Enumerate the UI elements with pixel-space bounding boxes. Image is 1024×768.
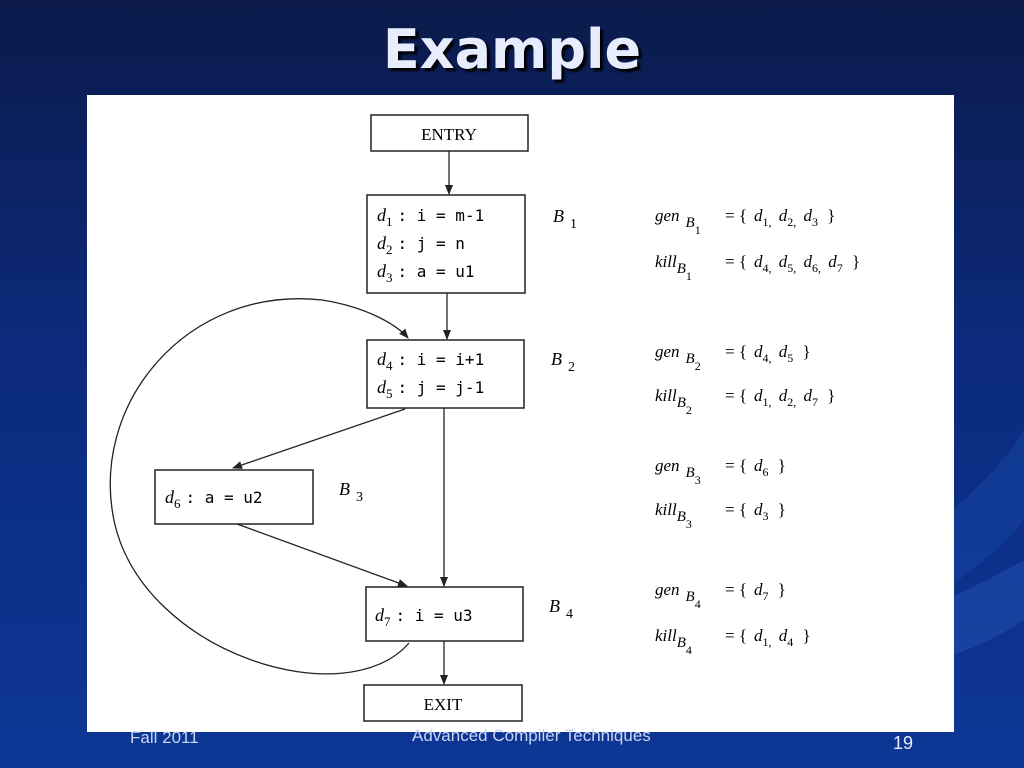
svg-text:killB4: killB4 — [655, 626, 692, 657]
definition-line: d6: a = u2 — [165, 487, 263, 511]
svg-text:= {d4, d5 }: = {d4, d5 } — [725, 342, 811, 365]
kill-set-b3: killB3 = {d3 } — [655, 500, 786, 531]
block-b2 — [366, 339, 525, 409]
footer-course-name: Advanced Compiler Techniques — [412, 726, 651, 745]
svg-text:killB1: killB1 — [655, 252, 692, 283]
svg-text:= {d1, d2, d7 }: = {d1, d2, d7 } — [725, 386, 835, 409]
svg-text:killB3: killB3 — [655, 500, 692, 531]
kill-set-b1: killB1 = {d4, d5, d6, d7 } — [655, 252, 860, 283]
block-b3 — [154, 469, 314, 525]
svg-text:= {d1, d2, d3 }: = {d1, d2, d3 } — [725, 206, 835, 229]
exit-label: EXIT — [424, 695, 463, 714]
block-b2-lines: d4: i = i+1 d5: j = j-1 — [377, 349, 484, 401]
definition-line: d5: j = j-1 — [377, 377, 484, 401]
definition-line: d1: i = m-1 — [377, 205, 484, 229]
block-b1-lines: d1: i = m-1 d2: j = n d3: a = u1 — [377, 205, 484, 285]
block-b3-lines: d6: a = u2 — [165, 487, 263, 511]
kill-set-b4: killB4 = {d1, d4 } — [655, 626, 811, 657]
svg-text:= {d7 }: = {d7 } — [725, 580, 786, 603]
edge-b2-b3 — [232, 408, 406, 469]
svg-text:= {d4, d5, d6, d7 }: = {d4, d5, d6, d7 } — [725, 252, 860, 275]
definition-line: d2: j = n — [377, 233, 465, 257]
edge-b4-b2-backedge — [109, 298, 410, 675]
svg-text:= {d3 }: = {d3 } — [725, 500, 786, 523]
slide-page-number: 19 — [893, 733, 914, 753]
definition-line: d7: i = u3 — [375, 605, 473, 629]
svg-text:= {d1, d4 }: = {d1, d4 } — [725, 626, 811, 649]
svg-text:killB2: killB2 — [655, 386, 692, 417]
entry-label: ENTRY — [421, 125, 477, 144]
definition-line: d3: a = u1 — [377, 261, 475, 285]
exit-node — [363, 684, 523, 722]
footer-course-term: Fall 2011 — [130, 728, 199, 747]
block-b4-lines: d7: i = u3 — [375, 605, 473, 629]
edge-b3-b4 — [236, 523, 408, 587]
svg-text:= {d6 }: = {d6 } — [725, 456, 786, 479]
block-b1 — [366, 194, 526, 294]
kill-set-b2: killB2 = {d1, d2, d7 } — [655, 386, 835, 417]
slide-title: Example — [382, 18, 642, 81]
definition-line: d4: i = i+1 — [377, 349, 484, 373]
